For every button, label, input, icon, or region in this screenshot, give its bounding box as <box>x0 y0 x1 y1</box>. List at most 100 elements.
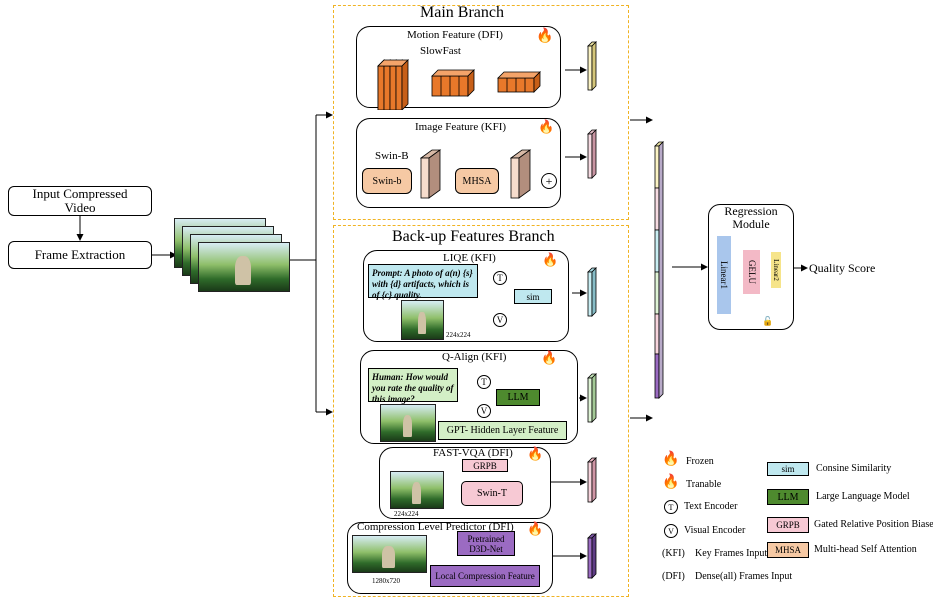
liqe-title: LIQE (KFI) <box>443 252 496 264</box>
qalign-feature-label: GPT- Hidden Layer Feature <box>446 425 559 436</box>
backup-branch-title: Back-up Features Branch <box>392 228 555 245</box>
legend-t-symbol: T <box>668 502 674 512</box>
tranable-icon: 🔥 <box>538 119 555 134</box>
image-feature-map-1 <box>420 149 442 199</box>
grpb-label: GRPB <box>473 460 497 471</box>
legend-kfi-symbol: (KFI) <box>662 548 685 559</box>
liqe-sim-label: sim <box>526 291 540 302</box>
swin-t-block: Swin-T <box>461 481 523 506</box>
legend-llm-swatch: LLM <box>767 489 809 505</box>
d3d-net-block: Pretrained D3D-Net <box>457 531 515 556</box>
image-feature-title: Image Feature (KFI) <box>415 121 507 133</box>
quality-score-label: Quality Score <box>809 261 876 275</box>
slowfast-blocks <box>377 59 541 110</box>
frozen-icon: 🔥 <box>527 521 544 536</box>
input-video-box: Input Compressed Video <box>8 186 152 216</box>
local-compression-label: Local Compression Feature <box>435 571 535 581</box>
qalign-llm-label: LLM <box>507 392 529 403</box>
main-branch-container <box>333 5 629 220</box>
grpb-block: GRPB <box>462 459 508 472</box>
legend-dfi-symbol: (DFI) <box>662 571 685 582</box>
frame-extraction-box: Frame Extraction <box>8 241 152 269</box>
mhsa-label: MHSA <box>462 175 492 187</box>
clp-image <box>352 535 427 573</box>
frozen-icon: 🔥 <box>542 252 559 267</box>
legend-text-encoder-symbol: T <box>664 500 678 514</box>
swin-b-block: Swin-b <box>362 168 412 194</box>
backup-branch-container <box>333 225 629 597</box>
legend-kfi: Key Frames Input <box>695 548 768 559</box>
tranable-icon: 🔥 <box>662 475 680 490</box>
gelu-block: GELU <box>743 250 760 294</box>
legend-grpb-symbol: GRPB <box>776 520 800 530</box>
mhsa-block: MHSA <box>455 168 499 194</box>
liqe-text-encoder: T <box>493 271 507 285</box>
clp-title: Compression Level Predictor (DFI) <box>357 521 514 533</box>
liqe-size-label: 224x224 <box>446 331 471 339</box>
linear1-block: Linear1 <box>717 236 731 314</box>
legend-mhsa: Multi-head Self Attention <box>814 544 917 555</box>
legend-mhsa-swatch: MHSA <box>767 542 809 558</box>
lock-icon: 🔓 <box>762 316 774 326</box>
main-branch-title: Main Branch <box>420 4 504 21</box>
local-compression-block: Local Compression Feature <box>430 565 540 587</box>
qalign-feature-block: GPT- Hidden Layer Feature <box>438 421 567 440</box>
qalign-image <box>380 404 436 442</box>
qalign-text-encoder: T <box>477 375 491 389</box>
qalign-v-symbol: V <box>480 406 488 416</box>
gelu-label: GELU <box>746 260 757 284</box>
legend-llm: Large Language Model <box>816 491 910 502</box>
feature-vectors <box>587 41 597 579</box>
qalign-prompt-box: Human: How would you rate the quality of… <box>368 368 458 404</box>
legend-v-symbol: V <box>668 526 674 536</box>
legend-grpb-swatch: GRPB <box>767 517 809 533</box>
legend-mhsa-symbol: MHSA <box>774 545 801 555</box>
fastvqa-title: FAST-VQA (DFI) <box>433 447 513 459</box>
frame-image <box>198 242 290 292</box>
liqe-v-symbol: V <box>496 315 504 325</box>
frozen-icon: 🔥 <box>662 452 680 467</box>
legend-text-encoder: Text Encoder <box>684 501 738 512</box>
legend-dfi: Dense(all) Frames Input <box>695 571 793 582</box>
fastvqa-size-label: 224x224 <box>394 510 419 518</box>
fastvqa-image <box>390 471 444 509</box>
legend-tranable: Tranable <box>686 479 722 490</box>
swin-b-title: Swin-B <box>375 150 409 162</box>
legend-sim-symbol: sim <box>781 464 795 474</box>
linear2-label: Linear2 <box>772 259 781 281</box>
regression-title: Regression Module <box>724 204 778 231</box>
liqe-t-symbol: T <box>497 273 503 283</box>
motion-feature-title: Motion Feature (DFI) <box>407 29 503 41</box>
legend-grpb: Gated Relative Position Biases <box>814 519 933 530</box>
input-video-label: Input Compressed Video <box>32 186 128 215</box>
liqe-prompt-text: Prompt: A photo of a(n) {s} with {d} art… <box>372 268 473 300</box>
legend-visual-encoder-symbol: V <box>664 524 678 538</box>
linear1-label: Linear1 <box>719 261 730 289</box>
qalign-t-symbol: T <box>481 377 487 387</box>
liqe-sim-block: sim <box>514 289 552 304</box>
d3d-net-label: Pretrained D3D-Net <box>467 533 505 554</box>
clp-size-label: 1280x720 <box>372 577 400 585</box>
qalign-llm-block: LLM <box>496 389 540 406</box>
linear2-block: Linear2 <box>771 252 781 288</box>
legend-sim-swatch: sim <box>767 462 809 476</box>
qalign-title: Q-Align (KFI) <box>442 351 507 363</box>
frozen-icon: 🔥 <box>527 446 544 461</box>
legend-visual-encoder: Visual Encoder <box>684 525 746 536</box>
concat-vector <box>654 141 664 399</box>
legend-frozen: Frozen <box>686 456 714 467</box>
liqe-prompt-box: Prompt: A photo of a(n) {s} with {d} art… <box>368 264 478 300</box>
frozen-icon: 🔥 <box>536 29 554 44</box>
qalign-prompt-text: Human: How would you rate the quality of… <box>372 372 454 404</box>
qalign-visual-encoder: V <box>477 404 491 418</box>
liqe-visual-encoder: V <box>493 313 507 327</box>
frame-extraction-label: Frame Extraction <box>34 247 126 262</box>
slowfast-label: SlowFast <box>420 45 461 57</box>
add-node: + <box>541 173 557 189</box>
image-feature-map-2 <box>510 149 532 199</box>
add-symbol: + <box>545 174 553 188</box>
legend-sim: Consine Similarity <box>816 463 892 474</box>
legend-llm-symbol: LLM <box>777 491 799 503</box>
swin-b-label: Swin-b <box>372 175 402 187</box>
liqe-image <box>401 300 444 340</box>
